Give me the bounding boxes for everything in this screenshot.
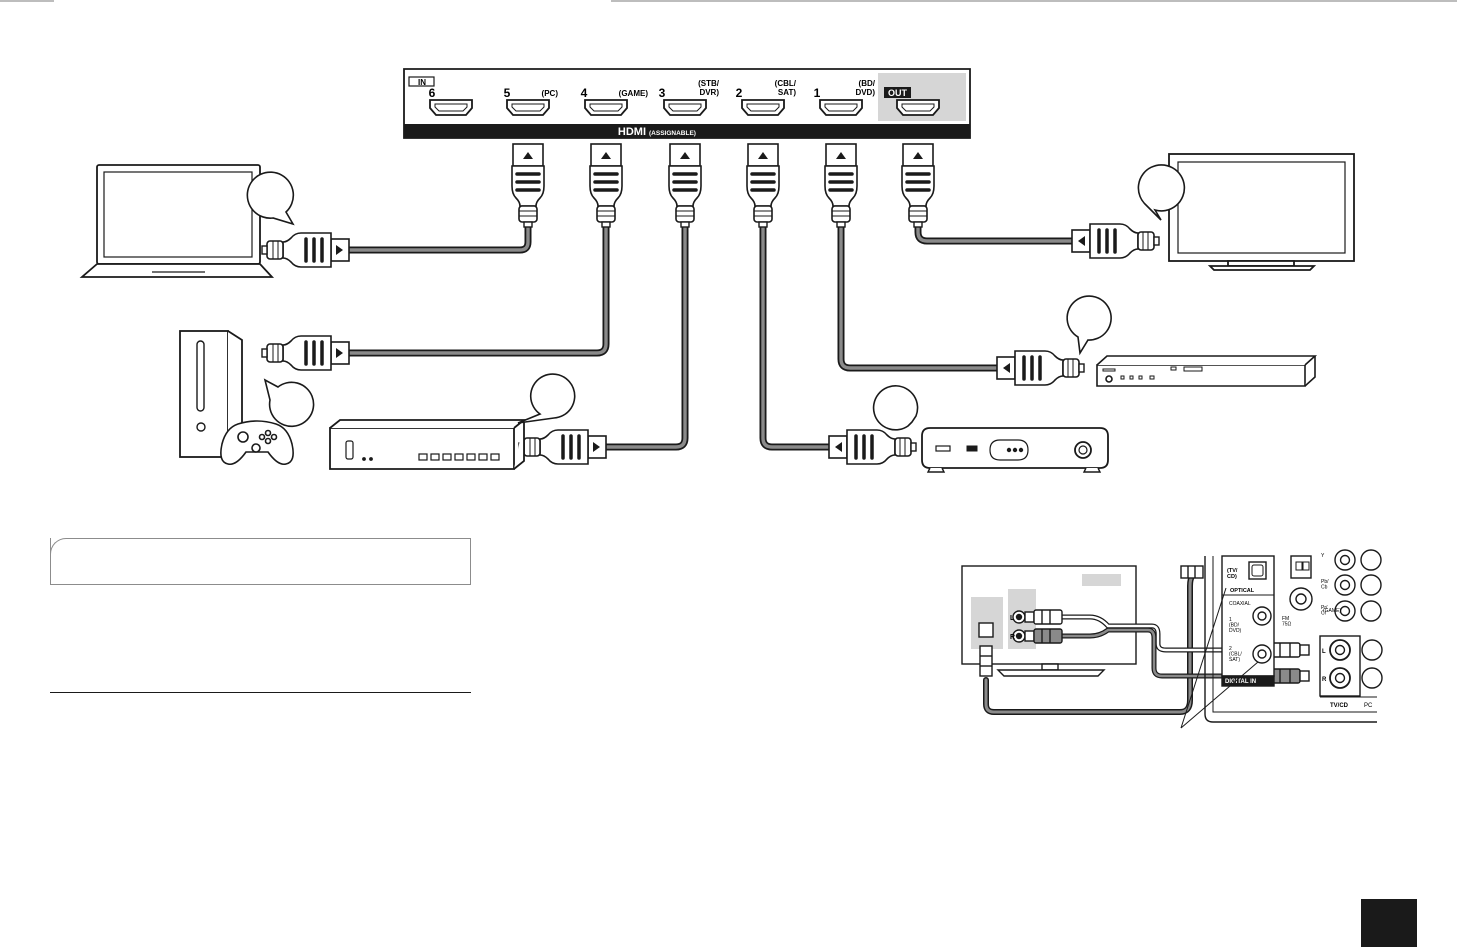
hdmi-title: HDMI (618, 126, 646, 138)
port-number-5: 5 (504, 86, 511, 100)
game-console-icon (179, 330, 243, 458)
speech-bubble-cable-box (872, 385, 919, 431)
hdmi-port-1[interactable] (819, 99, 863, 116)
bluray-player-icon (1096, 355, 1318, 387)
hdmi-plug-out (900, 142, 936, 229)
optical-in-label: (TV/CD) (1227, 568, 1238, 580)
hdmi-plug-1 (823, 142, 859, 229)
rear-r-label: R (1322, 677, 1327, 683)
port-number-6: 6 (429, 86, 436, 100)
hdmi-port-3[interactable] (663, 99, 707, 116)
in-tag (408, 76, 435, 87)
port-tag-1: (BD/DVD) (855, 79, 875, 97)
out-tag (884, 87, 911, 98)
port-number-1: 1 (814, 86, 821, 100)
top-rule-right (611, 0, 1457, 2)
pr-label: Pr/Cr (1321, 605, 1328, 617)
hdmi-plug-3 (667, 142, 703, 229)
coax1-label: 1(BD/DVD) (1229, 617, 1242, 634)
hdmi-port-5[interactable] (506, 99, 550, 116)
speech-bubble-stb (517, 373, 576, 424)
hdmi-plug-5 (510, 142, 546, 229)
tv-l-label: L (1010, 615, 1015, 622)
hdmi-port-2[interactable] (741, 99, 785, 116)
coaxial-label: COAXIAL (1229, 601, 1251, 607)
port-tag-3: (STB/DVR) (698, 79, 720, 97)
tvcd-label: TV/CD (1330, 703, 1349, 709)
in-label: IN (418, 78, 426, 87)
port-tag-5: (PC) (542, 89, 559, 98)
hdmi-port-4[interactable] (584, 99, 628, 116)
laptop-icon (79, 164, 275, 278)
laptop-plug (260, 231, 351, 269)
port-tag-2: (CBL/SAT) (775, 79, 797, 97)
stb-plug (517, 428, 608, 466)
tv-r-label: R (1010, 634, 1015, 641)
coax2-label: 2(CBL/SAT) (1229, 646, 1242, 663)
speech-bubble-tv (1137, 164, 1186, 221)
game-label: (GAME) (1323, 608, 1341, 614)
hdmi-cables (341, 218, 1079, 451)
hdmi-panel: HDMI (ASSIGNABLE) IN OUT 6 5 (PC) 4 (GAME) 3 (… (403, 68, 971, 139)
hdmi-port-6[interactable] (429, 99, 473, 116)
tv-plug (1070, 222, 1161, 260)
hdmi-port-out[interactable] (896, 99, 940, 116)
pc-label: PC (1364, 703, 1373, 709)
hdmi-plug-4 (588, 142, 624, 229)
bluray-plug (995, 349, 1086, 387)
receiver-rear-panel-icon (1204, 549, 1383, 723)
note-box (50, 538, 471, 585)
hdmi-label-bar (404, 124, 970, 138)
console-plug (260, 334, 351, 372)
note-divider (50, 692, 471, 693)
digital-in-label: DIGITAL IN (1225, 679, 1256, 685)
port-number-3: 3 (659, 86, 666, 100)
rear-l-label: L (1322, 649, 1326, 655)
audio-connection-inset: L R (961, 549, 1383, 729)
speech-bubble-console (263, 378, 315, 428)
pb-label: Pb/Cb (1321, 579, 1329, 591)
game-controller-icon (220, 420, 294, 466)
set-top-box-icon (329, 419, 527, 470)
cable-box-icon (921, 427, 1109, 473)
top-rule-left (0, 0, 54, 2)
port-number-2: 2 (736, 86, 743, 100)
port-tag-4: (GAME) (619, 89, 649, 98)
vertical-plugs (510, 142, 936, 229)
hdmi-subtitle: (ASSIGNABLE) (649, 130, 696, 137)
page-tab (1361, 899, 1417, 947)
optical-label: OPTICAL (1230, 588, 1255, 594)
y-label: Y (1321, 553, 1325, 559)
tv-icon (1168, 153, 1355, 271)
speech-bubble-laptop (246, 171, 295, 226)
port-number-4: 4 (581, 86, 588, 100)
cable-box-plug (827, 428, 918, 466)
out-label: OUT (888, 88, 908, 98)
hdmi-plug-2 (745, 142, 781, 229)
speech-bubble-bluray (1066, 295, 1112, 356)
